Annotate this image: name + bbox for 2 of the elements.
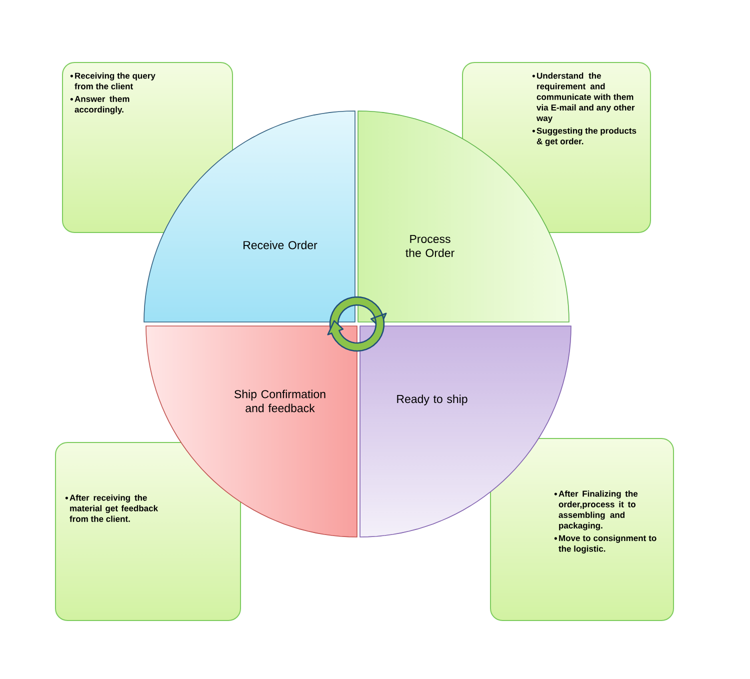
note-box: After receiving the material get feedback from the client. — [55, 442, 241, 621]
note-box: After Finalizing the order,process it to assembling and packaging. Move to consignment to the logistic. — [490, 438, 674, 621]
